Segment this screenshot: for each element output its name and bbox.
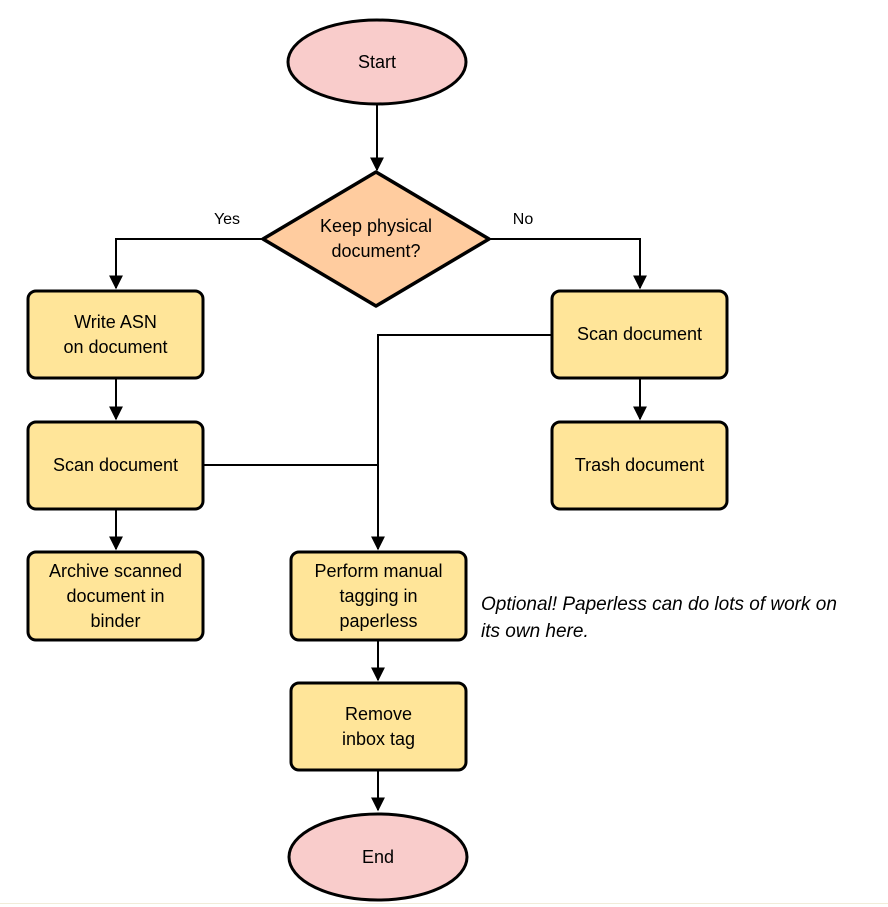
edge-decision-no-to-scan-right xyxy=(489,238,647,290)
no-edge-label: No xyxy=(512,211,534,228)
end-node-shape xyxy=(287,812,469,902)
bottom-divider xyxy=(0,903,888,904)
yes-edge-label: Yes xyxy=(213,211,241,228)
trash-node-shape xyxy=(550,420,729,511)
decision-node-shape xyxy=(261,170,491,308)
flow-connectors xyxy=(109,104,647,812)
edge-decision-yes-to-write-asn xyxy=(109,238,263,290)
optional-annotation-text: Optional! Paperless can do lots of work … xyxy=(481,594,837,642)
tagging-node-shape xyxy=(289,550,468,642)
remove-inbox-node-shape xyxy=(289,681,468,772)
start-node-shape xyxy=(286,18,468,106)
scan-right-node-shape xyxy=(550,289,729,380)
scan-left-node-shape xyxy=(26,420,205,511)
archive-node-shape xyxy=(26,550,205,642)
write-asn-node-shape xyxy=(26,289,205,380)
edge-scan-right-to-tagging xyxy=(371,334,553,551)
